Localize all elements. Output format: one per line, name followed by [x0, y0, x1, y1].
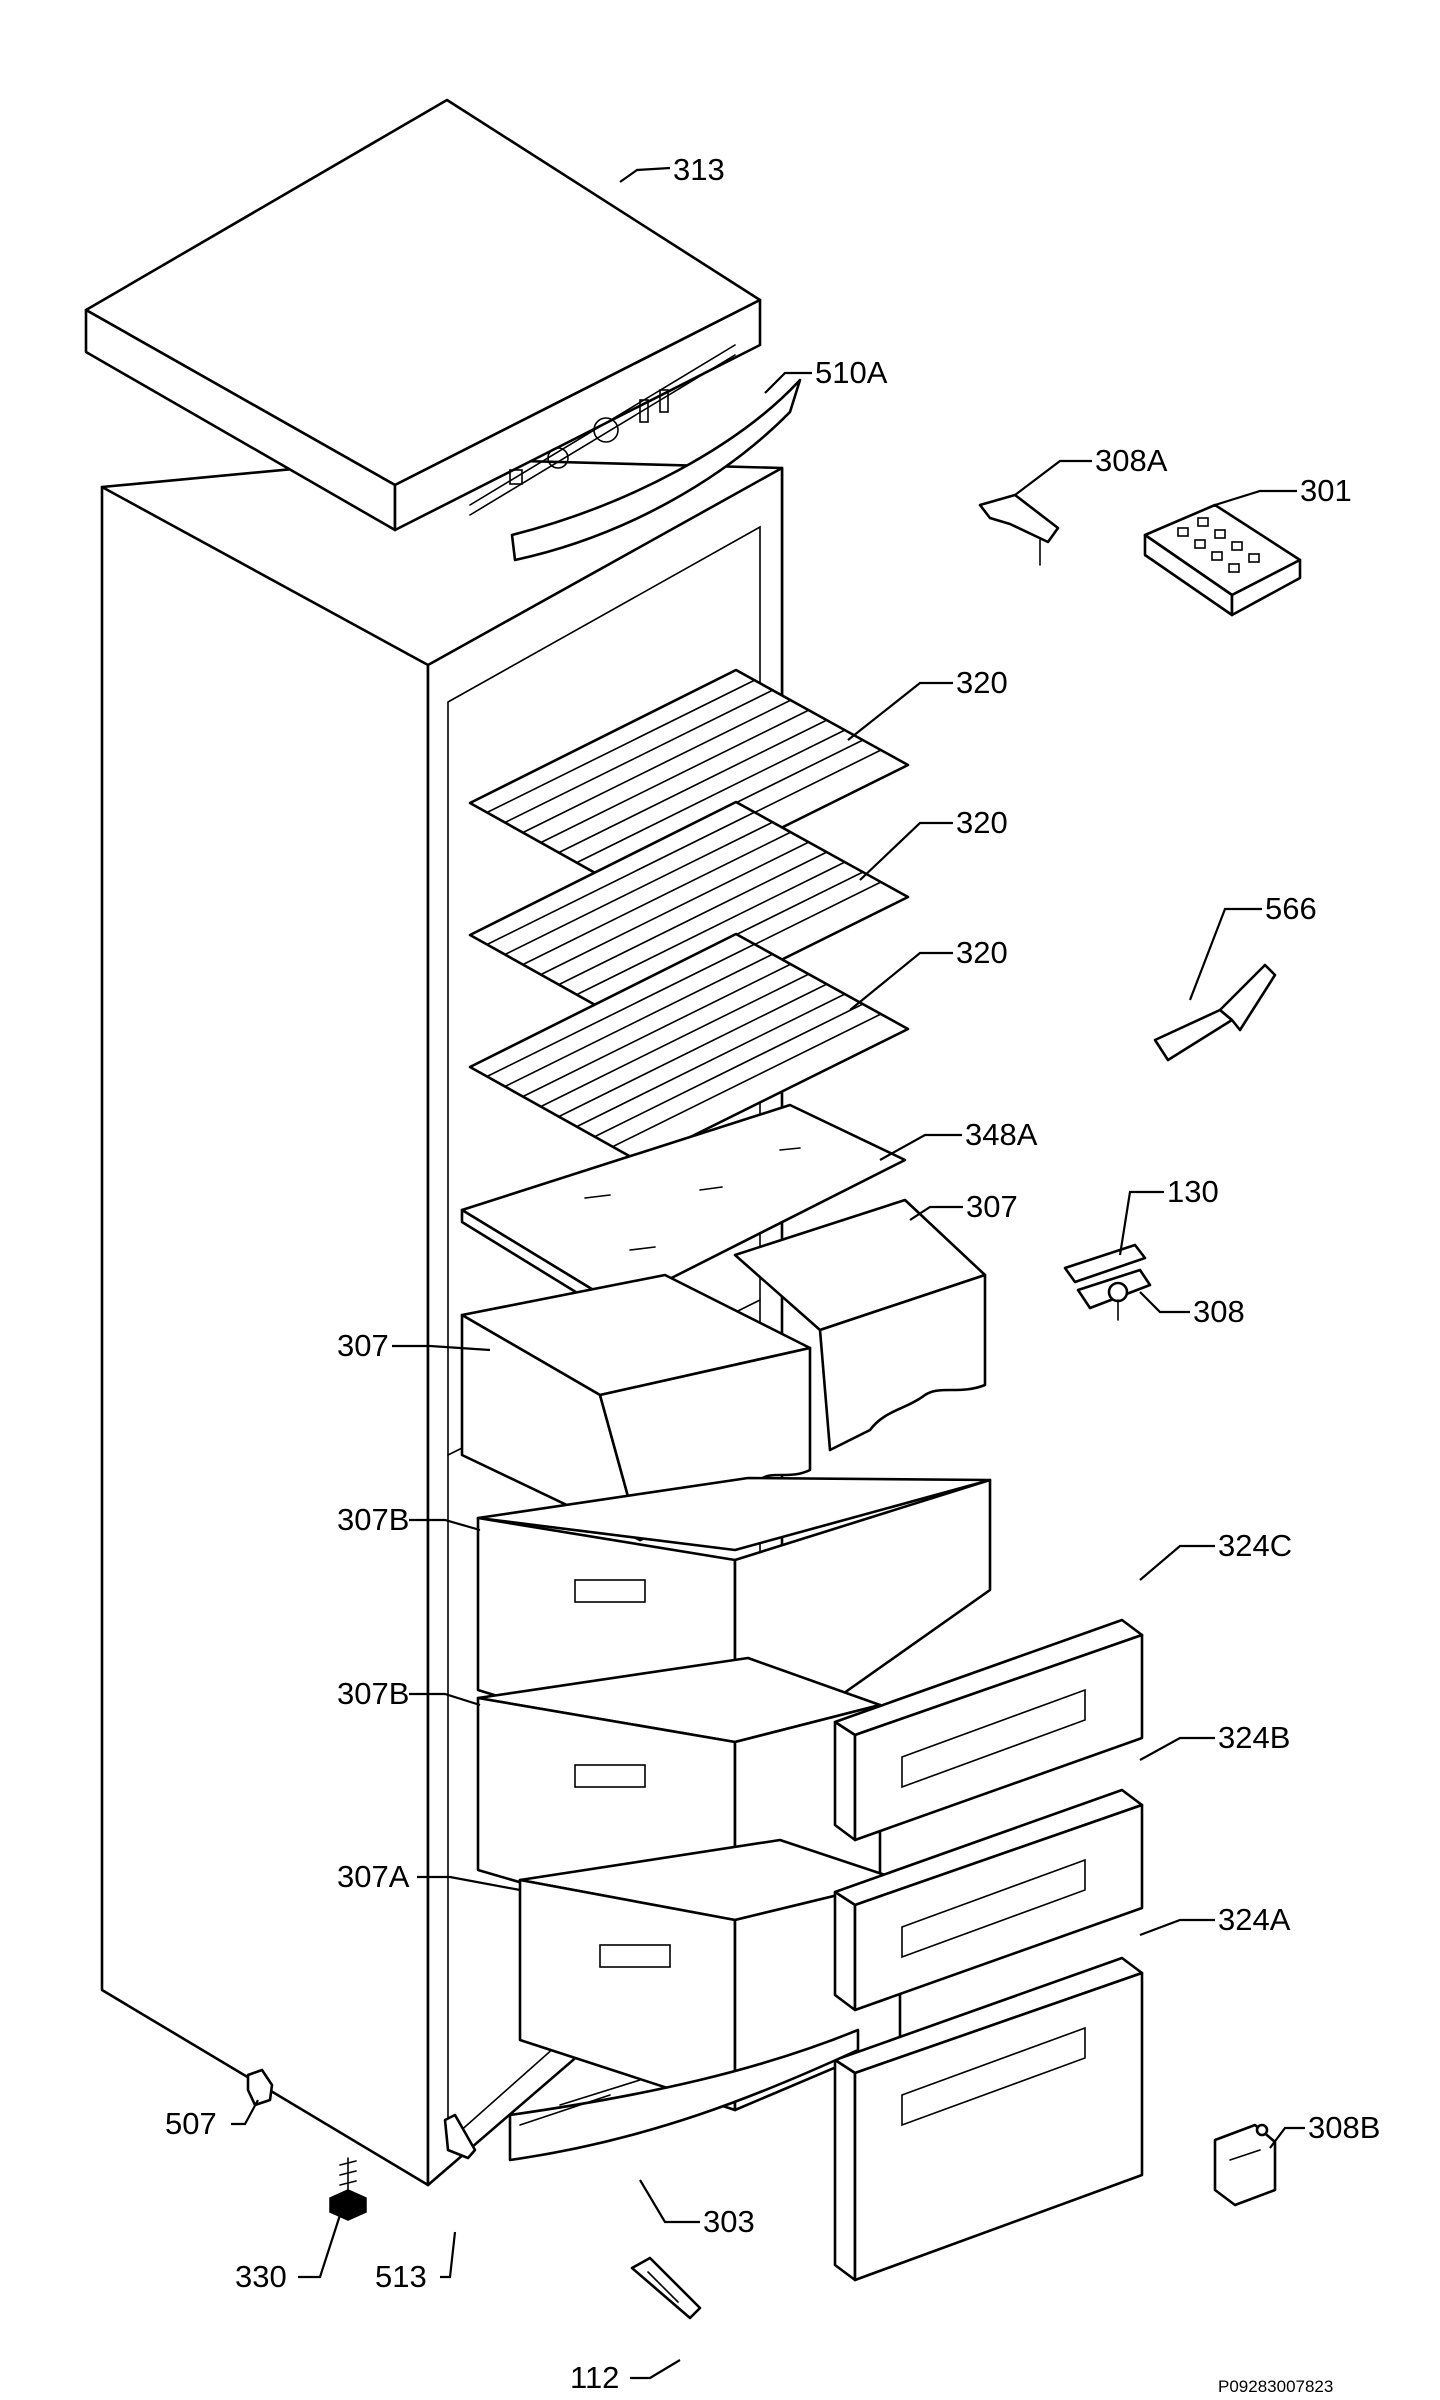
callout-112: 112: [570, 2360, 619, 2395]
ice-cube-tray: [1143, 503, 1302, 617]
door-stop-clip: [246, 2068, 274, 2107]
callout-307-front: 307: [337, 1328, 389, 1363]
callout-301: 301: [1300, 473, 1352, 508]
callout-307b-1: 307B: [337, 1502, 409, 1537]
callout-320-1: 320: [956, 665, 1008, 700]
ice-scraper: [1153, 963, 1277, 1062]
crisper-bin-rear: [733, 1198, 987, 1452]
adjustable-foot: [329, 2157, 367, 2221]
top-cover: [84, 98, 762, 532]
callout-307-rear: 307: [966, 1189, 1018, 1224]
drawer-front-324c: [833, 1618, 1144, 1842]
callout-307b-2: 307B: [337, 1676, 409, 1711]
callout-324a: 324A: [1218, 1902, 1291, 1937]
plinth: [508, 2028, 860, 2162]
callout-320-3: 320: [956, 935, 1008, 970]
callout-308b: 308B: [1308, 2110, 1380, 2145]
callout-513: 513: [375, 2259, 427, 2294]
middle-hinge: [1063, 1243, 1152, 1321]
callout-510a: 510A: [815, 355, 888, 390]
front-strip: [510, 378, 802, 562]
callout-308a: 308A: [1095, 443, 1168, 478]
wire-shelf-bottom: [468, 932, 910, 1164]
callout-507: 507: [165, 2106, 217, 2141]
callout-307a: 307A: [337, 1859, 410, 1894]
callout-348a: 348A: [965, 1117, 1038, 1152]
callout-labels: 313 510A 308A 301 320 320 320 566 348A 3…: [165, 152, 1380, 2396]
callout-130: 130: [1167, 1174, 1219, 1209]
callout-324b: 324B: [1218, 1720, 1290, 1755]
callout-308: 308: [1193, 1294, 1245, 1329]
drawer-front-324b: [833, 1788, 1144, 2012]
callout-303: 303: [703, 2204, 755, 2239]
callout-320-2: 320: [956, 805, 1008, 840]
top-hinge: [978, 493, 1060, 566]
callout-566: 566: [1265, 891, 1317, 926]
callout-330: 330: [235, 2259, 287, 2294]
drain-spout: [630, 2256, 702, 2320]
bottom-hinge: [1213, 2123, 1277, 2207]
wire-shelf-top: [468, 668, 910, 900]
plinth-bracket: [443, 2113, 477, 2160]
drawing-reference-code: P09283007823: [1218, 2377, 1333, 2396]
callout-313: 313: [673, 152, 725, 187]
leader-lines: [231, 166, 1305, 2380]
callout-324c: 324C: [1218, 1528, 1292, 1563]
drawer-front-324a: [833, 1956, 1144, 2282]
